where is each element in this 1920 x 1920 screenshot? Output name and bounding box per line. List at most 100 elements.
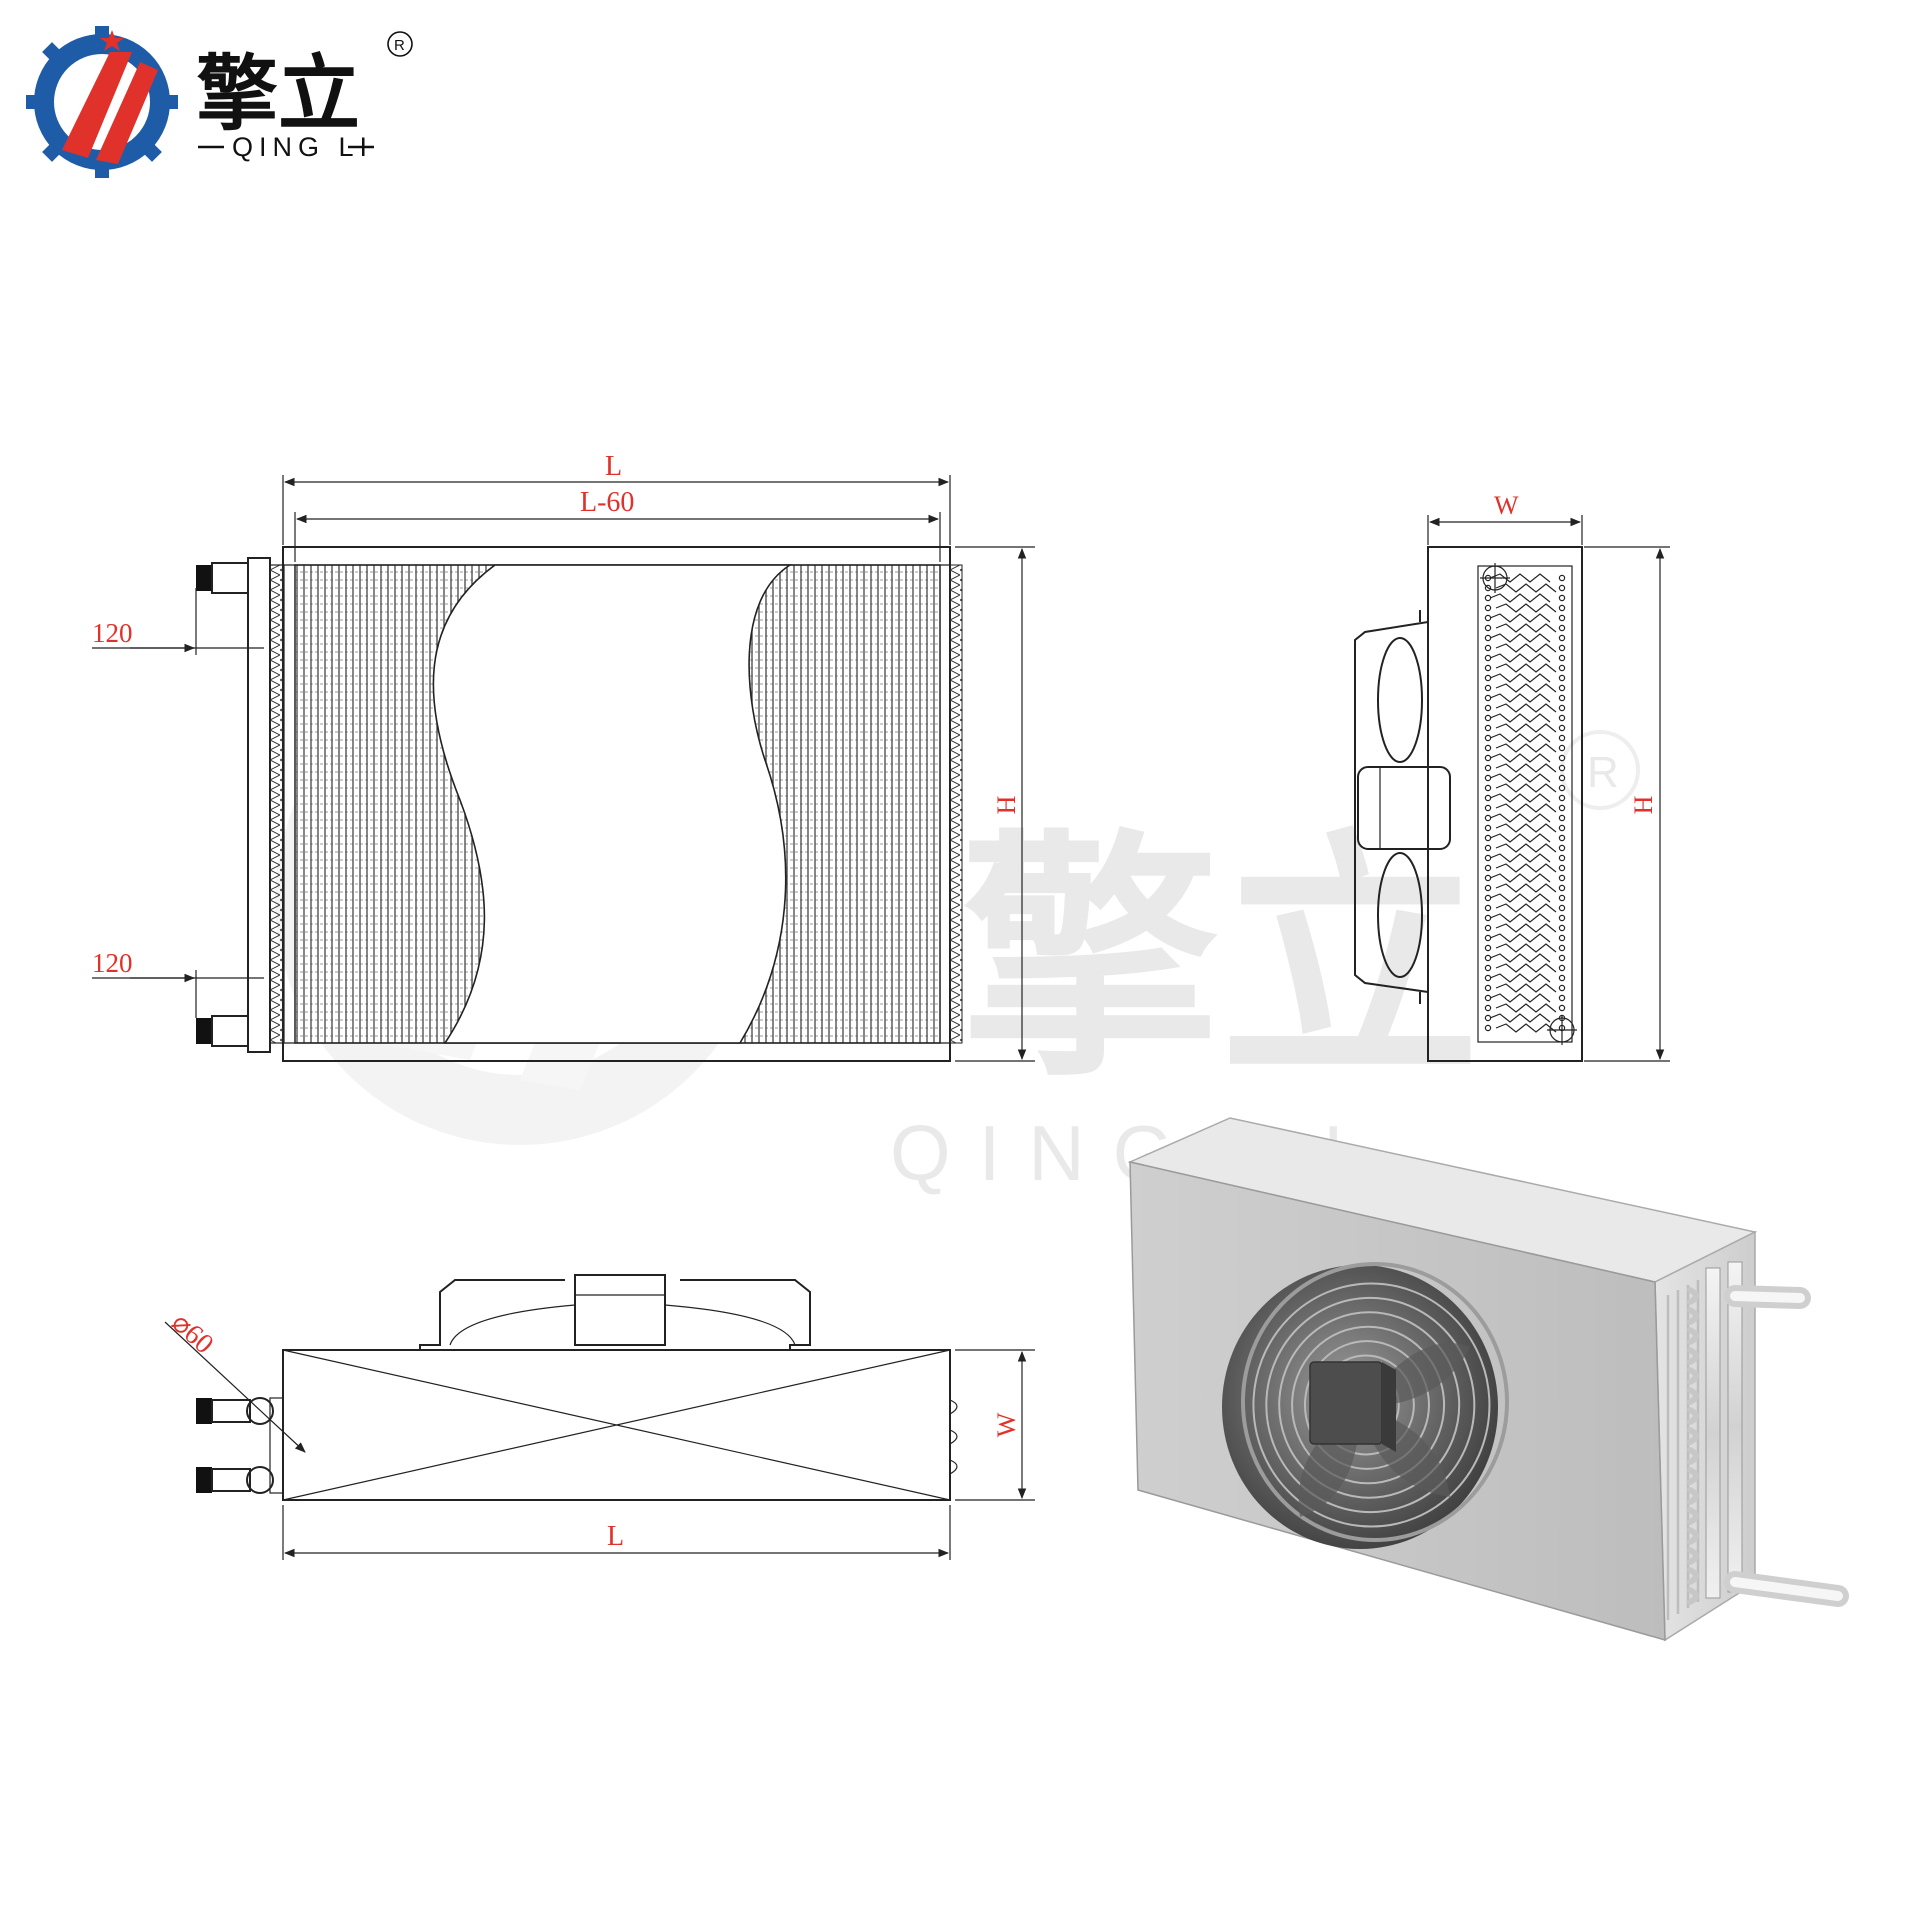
tube-row [1495,763,1557,773]
tube-row [1489,773,1551,783]
tube-end [1484,924,1492,932]
tube-end [1484,644,1492,652]
tube-end [1484,1014,1492,1022]
tube-rows [1484,573,1566,1033]
tube-end [1484,824,1492,832]
tube-row [1489,833,1551,843]
tube-row [1495,903,1557,913]
tube-end [1484,944,1492,952]
return-bend [1687,1387,1699,1405]
tube-row [1489,633,1551,643]
tube-end [1484,664,1492,672]
outlet-pipe-bottom [196,1015,249,1047]
tube-end [1484,784,1492,792]
tube-row [1489,573,1551,583]
tube-end [1484,854,1492,862]
tube-end [1484,594,1492,602]
return-bend [1687,1307,1699,1325]
tube-row [1495,743,1557,753]
tube-end [1484,714,1492,722]
tube-end [1558,924,1566,932]
top-dim-width: W [992,1412,1021,1437]
return-bend [1687,1567,1699,1585]
fan-top-icon [419,1274,811,1350]
tube-end [1484,634,1492,642]
tube-end [1558,814,1566,822]
dim-inner-length: L-60 [580,487,634,518]
tube-row [1495,923,1557,933]
tube-row [1489,793,1551,803]
tube-end [1484,694,1492,702]
tube-end [1484,984,1492,992]
tube-row [1489,753,1551,763]
tube-end [1484,734,1492,742]
tube-end [1484,954,1492,962]
dim-pipe-diameter: ⌀60 [165,1307,219,1360]
tube-row [1495,663,1557,673]
tube-row [1495,643,1557,653]
dim-overall-length: L [605,451,622,482]
tube-end [1558,994,1566,1002]
tube-row [1489,953,1551,963]
tube-end [1484,614,1492,622]
tube-end [1484,894,1492,902]
top-dim-length: L [607,1521,624,1552]
side-dim-height: H [1629,795,1658,814]
tube-end [1484,794,1492,802]
tube-row [1495,683,1557,693]
tube-end [1558,1004,1566,1012]
dim-top-pipe-offset: 120 [92,618,133,648]
return-bend [1687,1487,1699,1505]
tube-end [1484,1004,1492,1012]
tube-end [1484,844,1492,852]
fan-motor-icon [1309,1361,1383,1445]
return-bend [1687,1347,1699,1365]
tube-end [1558,764,1566,772]
guard-ring [1252,1282,1491,1528]
tube-row [1495,603,1557,613]
tube-end [1484,654,1492,662]
tube-row [1495,823,1557,833]
tube-end [1558,834,1566,842]
tube-row [1489,673,1551,683]
tube-row [1489,933,1551,943]
brand-name-cn: 擎立 [196,47,360,142]
tube-end [1558,714,1566,722]
tube-row [1495,623,1557,633]
tube-row [1495,963,1557,973]
tube-end [1484,804,1492,812]
tube-row [1489,1013,1551,1023]
tube-row [1495,843,1557,853]
tube-end [1558,914,1566,922]
tube-row [1489,993,1551,1003]
tube-end [1558,684,1566,692]
tube-row [1495,943,1557,953]
tube-end [1558,824,1566,832]
tube-row [1495,703,1557,713]
tube-end [1558,984,1566,992]
return-bend [1687,1447,1699,1465]
tube-row [1489,693,1551,703]
tube-end [1558,644,1566,652]
brand-logo: 擎立 R QING LI [26,26,413,178]
tube-end [1558,594,1566,602]
tube-end [1558,844,1566,852]
tube-row [1495,863,1557,873]
registered-mark: R [394,37,405,54]
tube-end [1558,604,1566,612]
tube-end [1558,734,1566,742]
tube-end [1558,954,1566,962]
tube-end [1558,654,1566,662]
return-bend [1687,1407,1699,1425]
tube-end [1558,974,1566,982]
return-bend [1687,1367,1699,1385]
tube-end [1558,614,1566,622]
tube-end [1558,934,1566,942]
tube-end [1484,974,1492,982]
return-bend [1687,1547,1699,1565]
return-bend [1687,1587,1699,1605]
tube-end [1558,944,1566,952]
tube-end [1558,754,1566,762]
return-bend [1687,1427,1699,1445]
tube-row [1489,593,1551,603]
